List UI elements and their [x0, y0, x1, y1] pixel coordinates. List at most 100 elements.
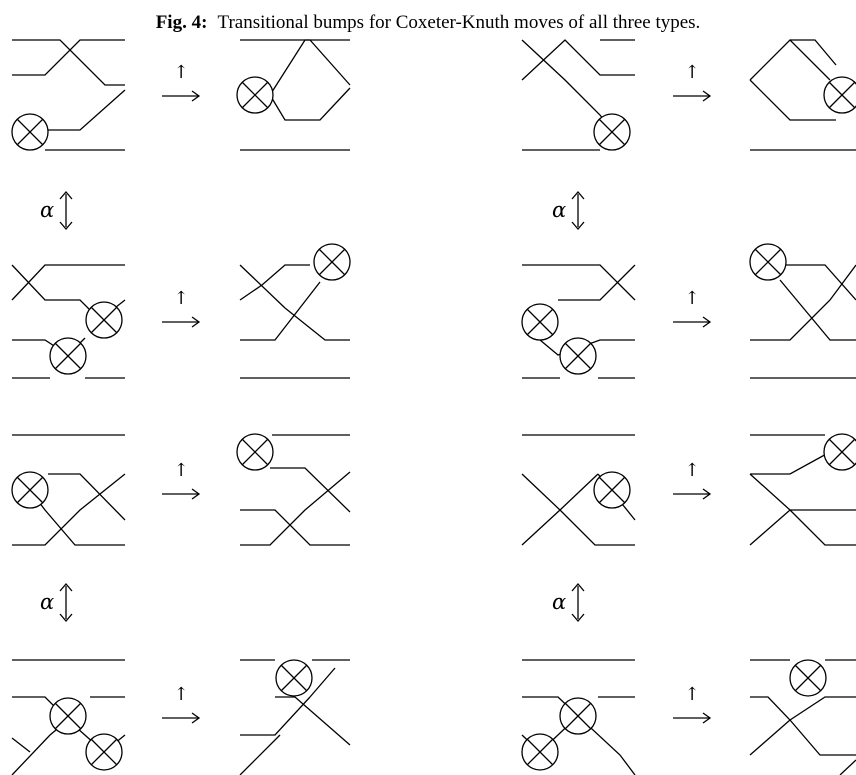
transition-arrow-right-row3: ↑	[673, 460, 712, 500]
wire	[239, 264, 286, 309]
wire	[522, 264, 636, 301]
wire	[558, 264, 636, 301]
bump-cross	[90, 738, 118, 766]
wire	[790, 39, 837, 66]
alpha-label: α	[552, 198, 566, 222]
caption-text: Transitional bumps for Coxeter-Knuth mov…	[218, 12, 701, 33]
arrowhead	[191, 712, 201, 724]
transition-arrow-left-row3: ↑	[162, 460, 201, 500]
arrowhead-down	[59, 613, 73, 622]
arrowhead	[191, 90, 201, 102]
figure-caption: Fig. 4: Transitional bumps for Coxeter-K…	[156, 12, 701, 33]
bump-cross	[564, 342, 592, 370]
wire	[749, 509, 856, 546]
wire	[539, 715, 636, 775]
wire	[239, 734, 281, 775]
bump-cross	[16, 476, 44, 504]
wire	[309, 667, 336, 698]
wire	[11, 264, 125, 301]
wire	[240, 509, 350, 546]
transition-arrow-right-row1: ↑	[673, 62, 712, 102]
transition-arrow-left-row2: ↑	[162, 288, 201, 328]
wire	[779, 279, 856, 341]
wire	[240, 39, 351, 86]
diagram-right-row1-target	[749, 39, 856, 151]
alpha-label: α	[40, 590, 54, 614]
up-arrow-label: ↑	[173, 288, 188, 309]
diagram-right-row1-source	[521, 39, 635, 151]
up-arrow-label: ↑	[684, 288, 699, 309]
wire	[750, 264, 856, 341]
bump-marker	[823, 433, 856, 471]
wire	[749, 39, 831, 81]
up-arrow-label: ↑	[173, 684, 188, 705]
wire	[750, 451, 831, 475]
diagram-left-row4-source	[11, 659, 126, 775]
up-arrow-label: ↑	[173, 62, 188, 83]
wire	[239, 264, 310, 301]
wire	[521, 39, 635, 81]
transition-arrow-right-row4: ↑	[673, 684, 712, 724]
arrowhead	[702, 488, 712, 500]
up-arrow-label: ↑	[684, 460, 699, 481]
arrowhead	[191, 316, 201, 328]
diagram-right-row2-target	[749, 243, 856, 379]
diagram-left-row1-source	[11, 39, 126, 151]
alpha-relation-left-2: α	[40, 583, 73, 622]
arrowhead-down	[59, 221, 73, 230]
wire	[240, 696, 311, 736]
diagram-left-row2-target	[239, 243, 351, 379]
wire	[521, 39, 613, 131]
wire	[269, 39, 350, 96]
bump-cross	[526, 308, 554, 336]
arrowhead-up	[59, 583, 73, 592]
bump-cross	[241, 438, 269, 466]
bump-cross	[54, 342, 82, 370]
wire	[284, 307, 350, 341]
wire	[786, 264, 856, 301]
up-arrow-label: ↑	[173, 460, 188, 481]
arrowhead	[702, 712, 712, 724]
up-arrow-label: ↑	[684, 684, 699, 705]
wire	[749, 473, 856, 546]
wire	[749, 719, 791, 756]
bump-cross	[54, 702, 82, 730]
diagram-left-row2-source	[11, 264, 126, 379]
wire	[839, 759, 856, 775]
alpha-relation-left-1: α	[40, 191, 73, 230]
arrowhead-up	[571, 583, 585, 592]
diagram-right-row3-target	[749, 433, 856, 546]
bump-cross	[16, 118, 44, 146]
wire	[789, 696, 856, 721]
wire	[275, 696, 351, 746]
alpha-label: α	[552, 590, 566, 614]
bump-cross	[526, 738, 554, 766]
arrowhead	[191, 488, 201, 500]
caption-label: Fig. 4:	[156, 12, 208, 33]
bump-marker	[823, 76, 856, 114]
wire	[521, 473, 599, 546]
arrowhead-up	[571, 191, 585, 200]
arrowhead-down	[571, 221, 585, 230]
wire	[521, 473, 635, 546]
diagram-left-row3-source	[11, 434, 126, 546]
bump-cross	[280, 664, 308, 692]
bump-cross	[241, 81, 269, 109]
alpha-relation-right-2: α	[552, 583, 585, 622]
bump-cross	[828, 81, 856, 109]
bump-cross	[598, 118, 626, 146]
diagram-right-row2-source	[521, 264, 636, 379]
diagram-right-row3-source	[521, 434, 636, 546]
diagram-right-row4-source	[521, 659, 636, 775]
wire	[12, 473, 126, 546]
wire	[12, 39, 125, 86]
arrowhead	[702, 90, 712, 102]
wire	[48, 473, 126, 521]
alpha-relation-right-1: α	[552, 191, 585, 230]
wire	[240, 281, 321, 341]
diagram-left-row4-target	[239, 659, 351, 775]
wire	[240, 471, 351, 546]
wire	[12, 39, 125, 76]
bump-cross	[598, 476, 626, 504]
